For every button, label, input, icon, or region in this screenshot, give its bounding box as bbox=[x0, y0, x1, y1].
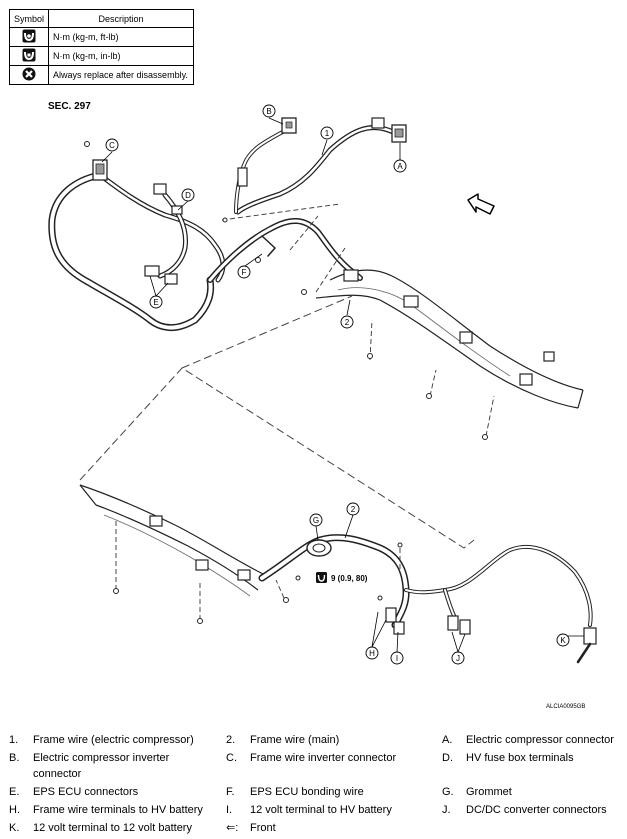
svg-text:J: J bbox=[456, 654, 460, 663]
section-label: SEC. 297 bbox=[48, 101, 91, 112]
callout-1: 1 bbox=[320, 126, 334, 140]
legend-row: H.Frame wire terminals to HV battery I.1… bbox=[9, 802, 621, 818]
callout-j: J bbox=[451, 651, 465, 665]
callout-2-lower: 2 bbox=[346, 502, 360, 516]
legend: 1.Frame wire (electric compressor) 2.Fra… bbox=[9, 732, 621, 838]
figure-code: ALCIA0095GB bbox=[546, 704, 586, 710]
svg-text:A: A bbox=[397, 162, 403, 171]
svg-text:F: F bbox=[242, 268, 247, 277]
frame-wire-electric-compressor bbox=[234, 117, 407, 215]
leader-lines bbox=[101, 117, 584, 653]
legend-row: E.EPS ECU connectors F.EPS ECU bonding w… bbox=[9, 784, 621, 800]
svg-text:E: E bbox=[153, 298, 158, 307]
svg-text:C: C bbox=[109, 141, 115, 150]
callout-bubbles: A B 1 C D E F 2 2 G H I J K bbox=[105, 104, 570, 665]
callout-e: E bbox=[149, 295, 163, 309]
reference-lines-upper bbox=[221, 203, 495, 437]
legend-item: C.Frame wire inverter connector bbox=[226, 752, 397, 764]
svg-text:H: H bbox=[369, 649, 375, 658]
legend-item: I.12 volt terminal to HV battery bbox=[226, 804, 392, 816]
bolt-icons-upper bbox=[84, 141, 488, 440]
torque-value: 9 (0.9, 80) bbox=[331, 574, 368, 583]
frame-wire-main-lower bbox=[258, 534, 597, 664]
legend-item: ⇐:Front bbox=[226, 822, 276, 834]
svg-text:B: B bbox=[266, 107, 271, 116]
symbol-description: Always replace after disassembly. bbox=[48, 65, 195, 85]
harness-protector-upper bbox=[315, 269, 584, 409]
legend-item bbox=[442, 820, 621, 836]
callout-a: A bbox=[393, 159, 407, 173]
legend-item: F.EPS ECU bonding wire bbox=[226, 786, 364, 798]
symbol-row: N·m (kg-m, in-lb) bbox=[8, 46, 195, 66]
legend-item: B.Electric compressor inverter connector bbox=[9, 752, 170, 780]
always-replace-icon bbox=[22, 67, 36, 81]
legend-item: J.DC/DC converter connectors bbox=[442, 804, 607, 816]
legend-item: H.Frame wire terminals to HV battery bbox=[9, 804, 203, 816]
legend-row: K.12 volt terminal to 12 volt battery ⇐:… bbox=[9, 820, 621, 836]
bolt-icons-lower bbox=[113, 542, 403, 624]
legend-row: 1.Frame wire (electric compressor) 2.Fra… bbox=[9, 732, 621, 748]
callout-h: H bbox=[365, 646, 379, 660]
svg-text:1: 1 bbox=[325, 129, 330, 138]
torque-wrench-icon bbox=[22, 29, 36, 43]
torque-callout: 9 (0.9, 80) bbox=[316, 572, 368, 583]
svg-text:2: 2 bbox=[345, 318, 350, 327]
callout-2-upper: 2 bbox=[340, 315, 354, 329]
frame-wire-main-upper bbox=[48, 159, 363, 331]
symbol-table: Symbol Description N·m (kg-m, ft-lb) N·m… bbox=[8, 9, 195, 85]
callout-b: B bbox=[262, 104, 276, 118]
legend-row: B.Electric compressor inverter connector… bbox=[9, 750, 621, 782]
svg-text:K: K bbox=[560, 636, 566, 645]
legend-item: 1.Frame wire (electric compressor) bbox=[9, 734, 194, 746]
callout-c: C bbox=[105, 138, 119, 152]
callout-d: D bbox=[181, 188, 195, 202]
svg-text:2: 2 bbox=[351, 505, 356, 514]
detail-boundary bbox=[181, 295, 353, 369]
callout-k: K bbox=[556, 633, 570, 647]
legend-item: G.Grommet bbox=[442, 786, 512, 798]
legend-item: A.Electric compressor connector bbox=[442, 734, 614, 746]
detail-boundary bbox=[79, 367, 475, 549]
torque-wrench-small-icon bbox=[22, 48, 36, 62]
harness-protector-lower bbox=[79, 484, 266, 597]
front-arrow-icon bbox=[467, 193, 495, 215]
callout-g: G bbox=[309, 513, 323, 527]
legend-item: 2.Frame wire (main) bbox=[226, 734, 340, 746]
callout-f: F bbox=[237, 265, 251, 279]
legend-item: K.12 volt terminal to 12 volt battery bbox=[9, 822, 192, 834]
callout-i: I bbox=[390, 651, 404, 665]
symbol-row: Always replace after disassembly. bbox=[8, 65, 195, 85]
svg-text:I: I bbox=[396, 654, 398, 663]
svg-text:D: D bbox=[185, 191, 191, 200]
svg-text:G: G bbox=[313, 516, 319, 525]
legend-item: E.EPS ECU connectors bbox=[9, 786, 139, 798]
legend-item: D.HV fuse box terminals bbox=[442, 752, 574, 764]
harness-diagram: 9 (0.9, 80) A B 1 C D E F 2 2 G H I J K bbox=[48, 104, 597, 665]
reference-lines-lower bbox=[115, 520, 401, 620]
